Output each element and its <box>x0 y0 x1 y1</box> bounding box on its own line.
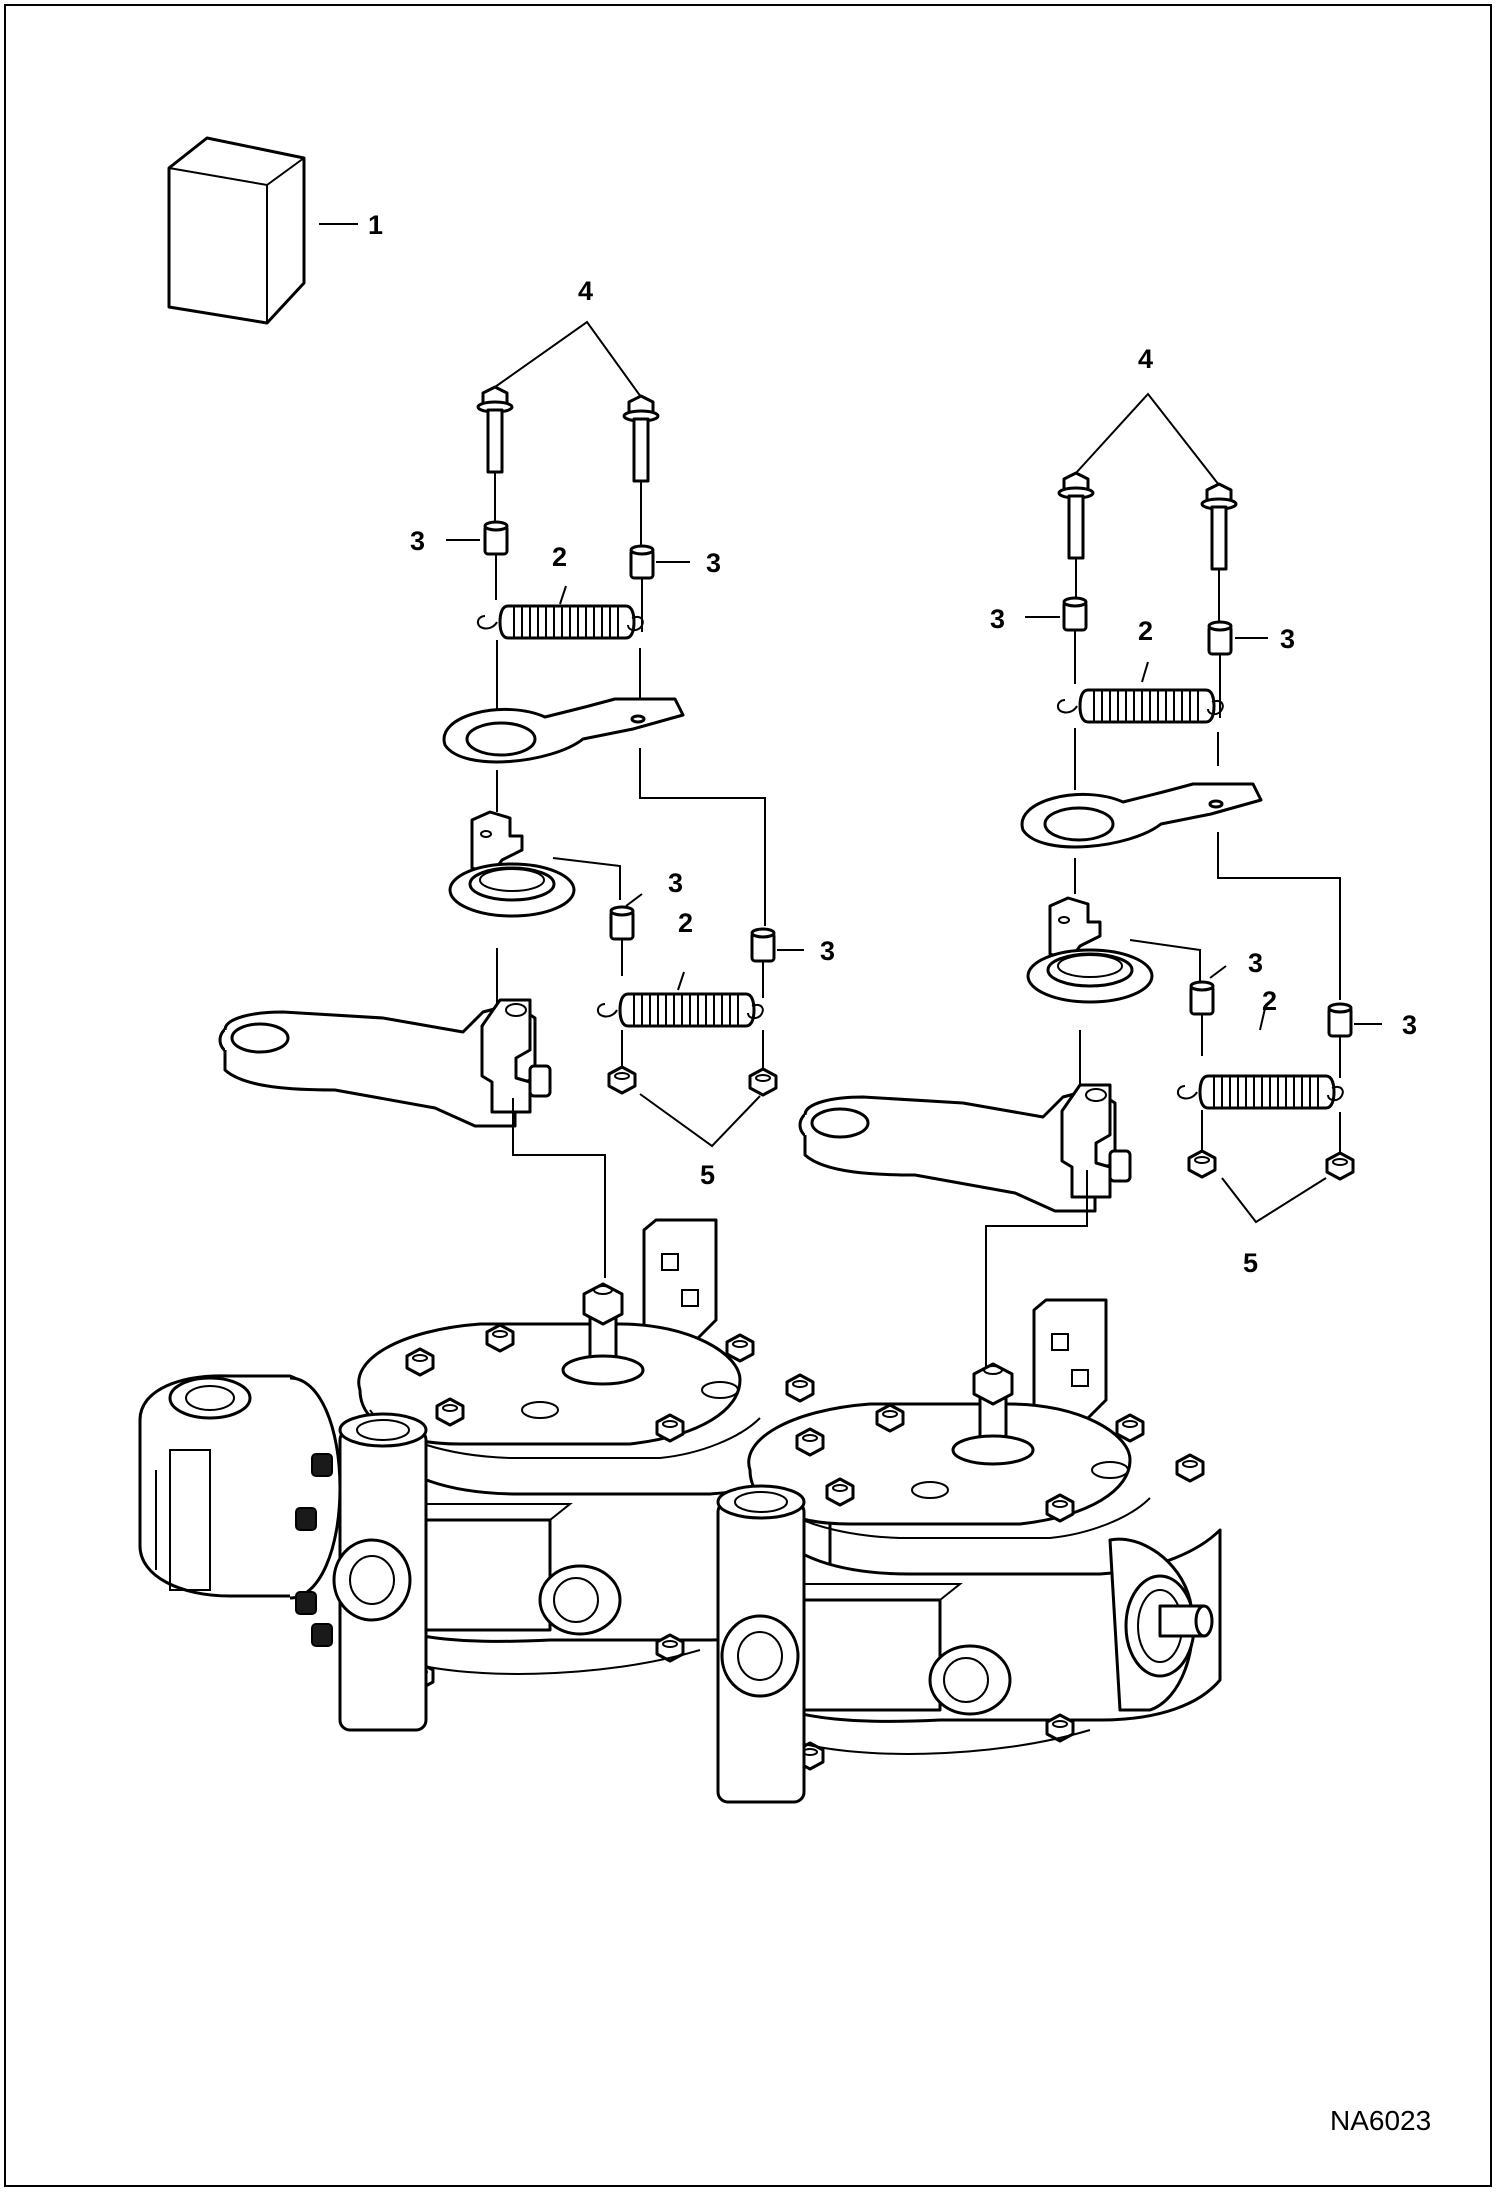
callout-spacer-right-d: 3 <box>1402 1010 1417 1040</box>
callout-spacer-right-b: 3 <box>1280 624 1295 654</box>
callout-nut-left: 5 <box>700 1160 715 1190</box>
figure-id: NA6023 <box>1330 2105 1431 2136</box>
callout-spring-left-a: 2 <box>552 542 567 572</box>
callout-spacer-right-c: 3 <box>1248 948 1263 978</box>
callout-spacer-left-b: 3 <box>706 548 721 578</box>
callout-spacer-left-a: 3 <box>410 526 425 556</box>
callout-kit: 1 <box>368 210 383 240</box>
callout-spacer-left-c: 3 <box>668 868 683 898</box>
right-linkage-assembly <box>798 392 1382 1376</box>
part-kit-box <box>167 136 358 325</box>
callout-bolt-left: 4 <box>578 276 593 306</box>
callout-spacer-left-d: 3 <box>820 936 835 966</box>
diagram-frame <box>4 4 1492 2187</box>
callout-spring-right-a: 2 <box>1138 616 1153 646</box>
callout-spring-left-b: 2 <box>678 908 693 938</box>
callout-bolt-right: 4 <box>1138 344 1153 374</box>
callout-spring-right-b: 2 <box>1262 986 1277 1016</box>
callout-spacer-right-a: 3 <box>990 604 1005 634</box>
callout-nut-right: 5 <box>1243 1248 1258 1278</box>
tandem-pump-assembly <box>138 1220 1220 1804</box>
left-linkage-assembly <box>218 320 804 1278</box>
